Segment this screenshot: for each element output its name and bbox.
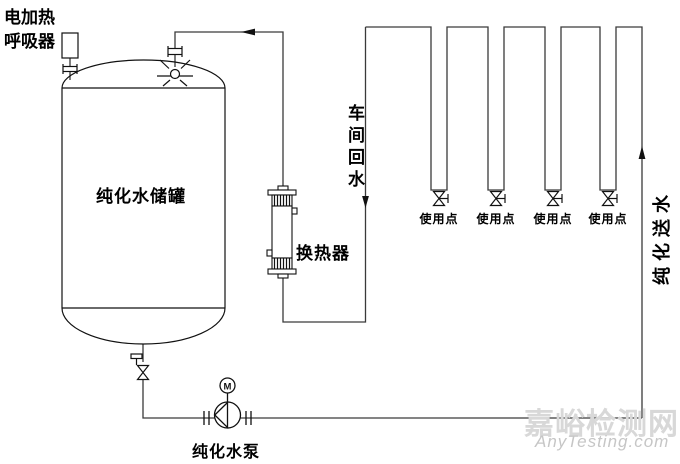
exchanger-nozzle-icon xyxy=(266,249,273,257)
use-point-valve-icon xyxy=(489,190,506,207)
pump-suction-pipe xyxy=(142,344,642,419)
motor-icon: M xyxy=(219,377,236,402)
motor-letter: M xyxy=(224,382,232,393)
use-point-label: 使用点 xyxy=(588,212,628,226)
tank-label: 纯化水储罐 xyxy=(96,187,186,206)
storage-tank xyxy=(61,59,226,345)
breather-label: 电加热 呼吸器 xyxy=(4,8,55,51)
watermark-site-name: 嘉峪检测网 xyxy=(524,408,679,441)
heat-exchanger xyxy=(266,185,298,279)
flow-arrow-down-icon xyxy=(362,196,369,208)
use-point-label: 使用点 xyxy=(476,212,516,226)
pump-icon xyxy=(213,400,242,430)
pump-label: 纯化水泵 xyxy=(191,444,260,461)
exchanger-nozzle-icon xyxy=(291,207,298,215)
spray-valve-icon xyxy=(167,46,183,57)
use-point-valve-icon xyxy=(546,190,563,207)
pump-flange-icon xyxy=(203,411,252,425)
use-point-valve-icon xyxy=(432,190,449,207)
use-point-label: 使用点 xyxy=(533,212,573,226)
breather-box xyxy=(61,32,79,59)
spray-feed-pipe xyxy=(174,31,284,186)
flow-arrow-up-icon xyxy=(638,146,646,159)
use-point-valve-icon xyxy=(601,190,618,207)
use-point-label: 使用点 xyxy=(419,212,459,226)
distribution-loop-pipe xyxy=(365,26,643,418)
return-pipe xyxy=(282,27,367,323)
spray-ball-icon xyxy=(157,59,193,87)
return-line-label: 车间回水 xyxy=(345,104,364,192)
tank-outlet-valve-icon xyxy=(130,353,150,381)
breather-flange-icon xyxy=(62,64,78,74)
supply-line-label: 纯化送水 xyxy=(652,189,672,285)
exchanger-label: 换热器 xyxy=(296,244,350,263)
watermark-site-url: AnyTesting.com xyxy=(535,432,670,451)
flow-arrow-left-icon xyxy=(241,28,255,36)
breather-unit xyxy=(61,32,79,74)
